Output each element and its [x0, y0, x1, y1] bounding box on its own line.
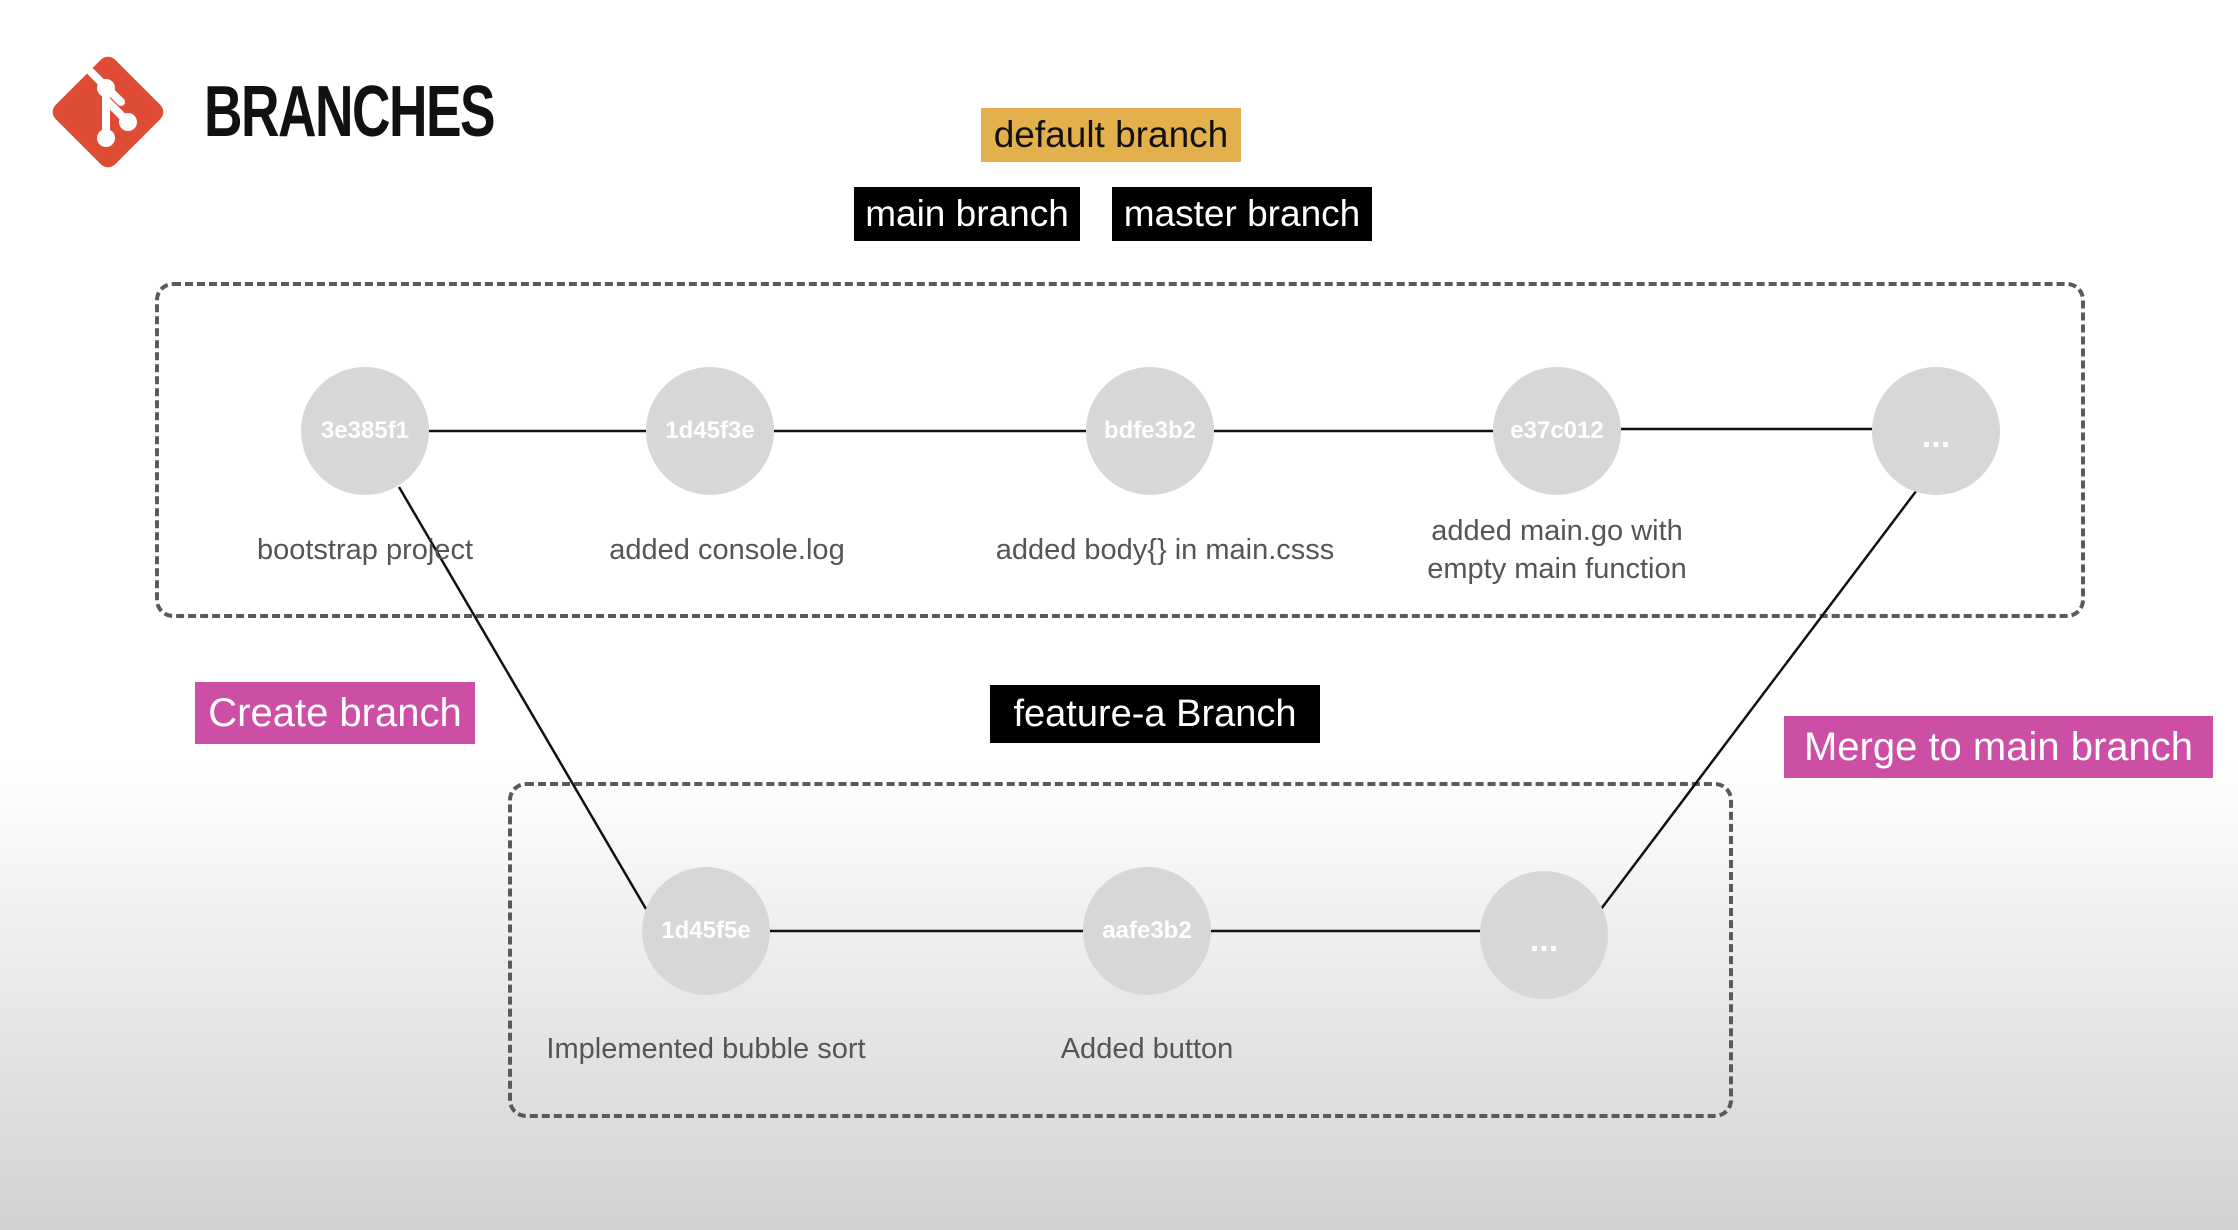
feature-commit-more-node: ...: [1480, 871, 1608, 999]
feature-commit-node: aafe3b2: [1083, 867, 1211, 995]
commit-caption: Implemented bubble sort: [546, 1033, 866, 1065]
default-branch-label: default branch: [981, 108, 1241, 162]
main-commit-node: bdfe3b2: [1086, 367, 1214, 495]
commit-caption-multiline: added main.go with empty main function: [1367, 512, 1747, 588]
main-branch-label: main branch: [854, 187, 1080, 241]
master-branch-label: master branch: [1112, 187, 1372, 241]
commit-caption: bootstrap project: [256, 534, 473, 566]
commit-caption: added console.log: [609, 534, 845, 566]
page-title: BRANCHES: [204, 72, 496, 152]
feature-branch-label: feature-a Branch: [990, 685, 1320, 743]
merge-to-main-label: Merge to main branch: [1784, 716, 2213, 778]
main-commit-node: 3e385f1: [301, 367, 429, 495]
create-branch-label: Create branch: [195, 682, 475, 744]
create-branch-edge: [397, 486, 648, 910]
main-commit-node: 1d45f3e: [646, 367, 774, 495]
git-logo-icon: [48, 52, 168, 172]
main-branch-group: [155, 282, 2085, 618]
commit-caption: added body{} in main.csss: [995, 534, 1335, 566]
commit-caption-line: added main.go with: [1431, 515, 1683, 547]
feature-branch-group: [508, 782, 1733, 1118]
main-commit-node: e37c012: [1493, 367, 1621, 495]
commit-caption: Added button: [1060, 1033, 1234, 1065]
feature-commit-node: 1d45f5e: [642, 867, 770, 995]
merge-edge: [1588, 477, 1927, 926]
commit-caption-line: empty main function: [1427, 553, 1687, 585]
main-commit-more-node: ...: [1872, 367, 2000, 495]
